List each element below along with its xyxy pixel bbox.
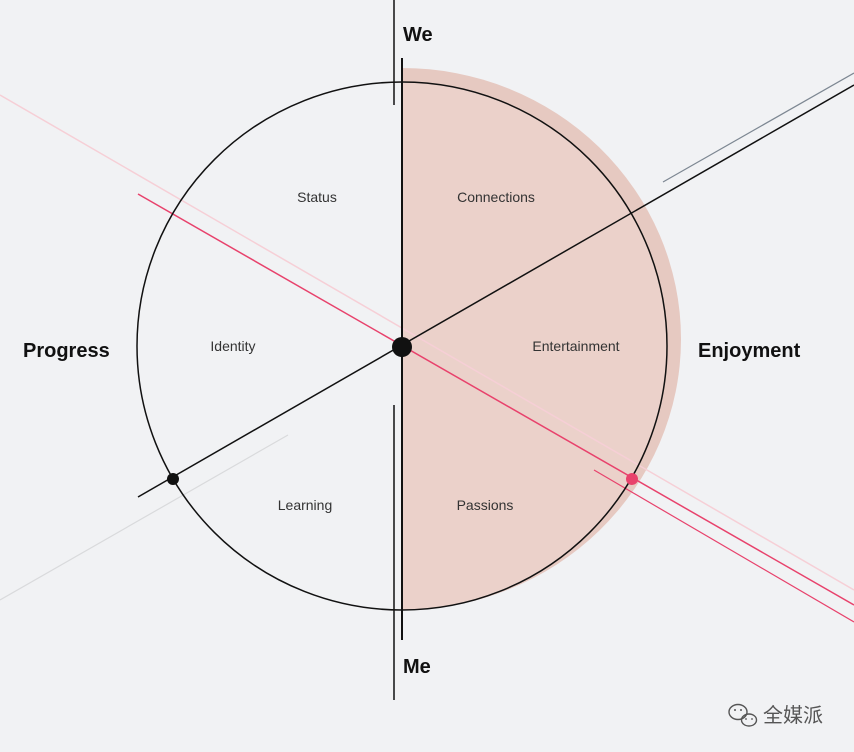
center-dot: [392, 337, 412, 357]
watermark: 全媒派: [728, 703, 823, 727]
slate-diagonal: [662, 72, 854, 183]
segment-learning: Learning: [278, 497, 333, 513]
axis-label-top: We: [403, 24, 433, 46]
intersection-dot-pink: [626, 473, 638, 485]
axis-label-right: Enjoyment: [698, 340, 801, 362]
watermark-text: 全媒派: [763, 703, 823, 727]
light-pink-diagonal: [0, 94, 854, 591]
axis-label-left: Progress: [23, 340, 110, 362]
wechat-icon: [728, 703, 758, 727]
light-grey-diagonal: [0, 434, 289, 601]
axis-label-bottom: Me: [403, 656, 431, 678]
segment-entertainment: Entertainment: [532, 338, 619, 354]
segment-connections: Connections: [457, 189, 535, 205]
enjoyment-half-fill: [402, 82, 667, 610]
intersection-dot-black: [167, 473, 179, 485]
pink-offset-line: [593, 469, 854, 623]
segment-status: Status: [297, 189, 337, 205]
pink-axis-line: [137, 193, 854, 606]
segment-passions: Passions: [457, 497, 514, 513]
black-diagonal-axis: [137, 84, 854, 498]
segment-identity: Identity: [210, 338, 255, 354]
